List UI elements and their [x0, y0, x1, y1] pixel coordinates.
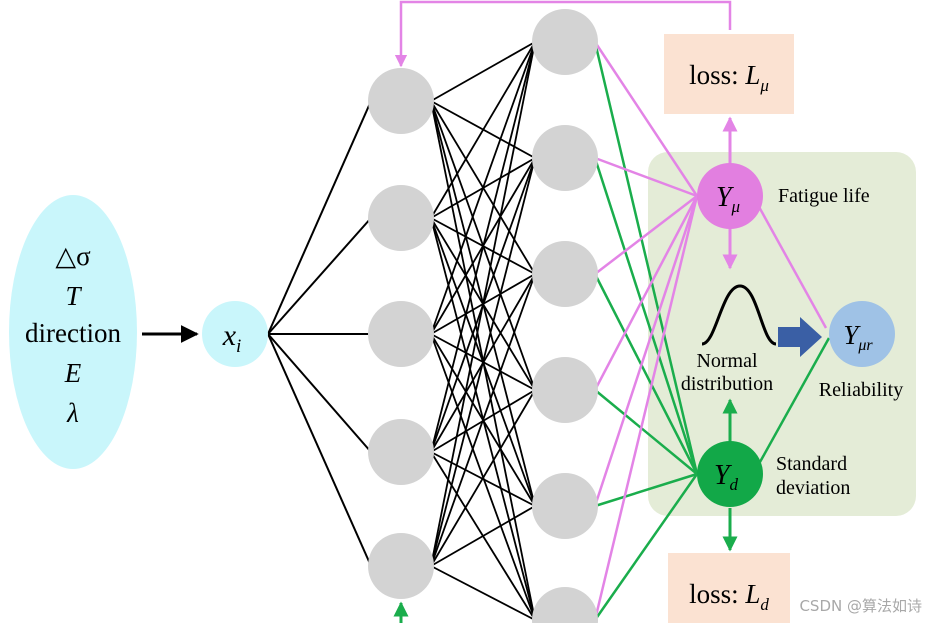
hidden-to-std-edge [593, 473, 699, 621]
hidden-to-mean-edge [594, 195, 698, 275]
hidden-node [368, 301, 434, 367]
input-to-hidden-edge [267, 333, 372, 453]
output-connections [593, 41, 699, 621]
hidden-to-hidden-edge [430, 157, 536, 567]
input-node [202, 301, 268, 367]
hidden-node [532, 357, 598, 423]
input-param-temperature: T [65, 281, 82, 311]
input-to-hidden-edge [267, 217, 372, 335]
hidden-node [368, 419, 434, 485]
hidden-connections [430, 41, 536, 621]
feedback-loop [393, 0, 732, 623]
input-connections [267, 100, 372, 567]
hidden-to-hidden-edge [430, 505, 536, 567]
hidden-to-hidden-edge [430, 41, 536, 102]
std-output-label: Yd [714, 460, 739, 494]
normal-distribution-curve [701, 284, 777, 346]
hidden-to-hidden-edge [430, 389, 536, 567]
normal-distribution-label-2: distribution [681, 373, 773, 395]
to-reliability-arrow [778, 317, 822, 357]
hidden-to-hidden-edge [430, 565, 536, 621]
input-node-label: xi [222, 319, 242, 357]
hidden-layer-2 [532, 9, 598, 623]
hidden-node [368, 533, 434, 599]
input-param-lambda: λ [66, 398, 79, 428]
normal-distribution-label-1: Normal [696, 350, 758, 372]
input-parameters [9, 195, 137, 469]
std-output-node [697, 441, 763, 507]
reliability-node-label: Yμr [843, 320, 873, 354]
input-param-modulus: E [64, 358, 82, 388]
mean-output-node [697, 163, 763, 229]
input-to-hidden-edge [267, 100, 372, 335]
hidden-to-hidden-edge [430, 41, 536, 335]
hidden-node [532, 473, 598, 539]
hidden-node [532, 587, 598, 623]
hidden-to-mean-edge [594, 156, 698, 198]
standard-deviation-label-2: deviation [776, 477, 850, 499]
hidden-node [532, 9, 598, 75]
reliability-node [829, 301, 895, 367]
hidden-to-std-edge [594, 472, 698, 508]
hidden-to-hidden-edge [430, 41, 536, 453]
hidden-to-hidden-edge [430, 273, 536, 567]
hidden-to-hidden-edge [430, 41, 536, 219]
input-param-direction: direction [25, 318, 121, 348]
hidden-to-std-edge [593, 41, 699, 475]
hidden-node [368, 68, 434, 134]
hidden-node [532, 125, 598, 191]
loss-mean-box [664, 34, 794, 114]
hidden-to-mean-edge [593, 195, 699, 507]
hidden-to-hidden-edge [430, 41, 536, 567]
loss-std-label: loss: Ld [689, 579, 769, 614]
mean-to-reliability-line [756, 204, 828, 329]
hidden-node [532, 241, 598, 307]
reliability-label: Reliability [819, 379, 903, 401]
hidden-to-mean-edge [593, 195, 699, 391]
loss-mean-label: loss: Lμ [689, 60, 769, 95]
std-to-reliability-line [758, 337, 831, 463]
watermark: CSDN @算法如诗 [799, 597, 922, 615]
hidden-to-std-edge [593, 157, 699, 475]
hidden-to-std-edge [593, 273, 699, 475]
hidden-to-std-edge [594, 389, 698, 475]
hidden-to-mean-edge [593, 195, 699, 621]
hidden-layer-1 [368, 68, 434, 599]
fatigue-life-label: Fatigue life [778, 185, 870, 207]
standard-deviation-label-1: Standard [776, 453, 847, 475]
input-to-hidden-edge [267, 333, 372, 567]
hidden-to-mean-edge [593, 41, 699, 197]
loss-std-box [668, 553, 790, 623]
input-param-stress-range: △σ [55, 241, 91, 271]
hidden-node [368, 185, 434, 251]
mean-output-label: Yμ [716, 182, 740, 216]
